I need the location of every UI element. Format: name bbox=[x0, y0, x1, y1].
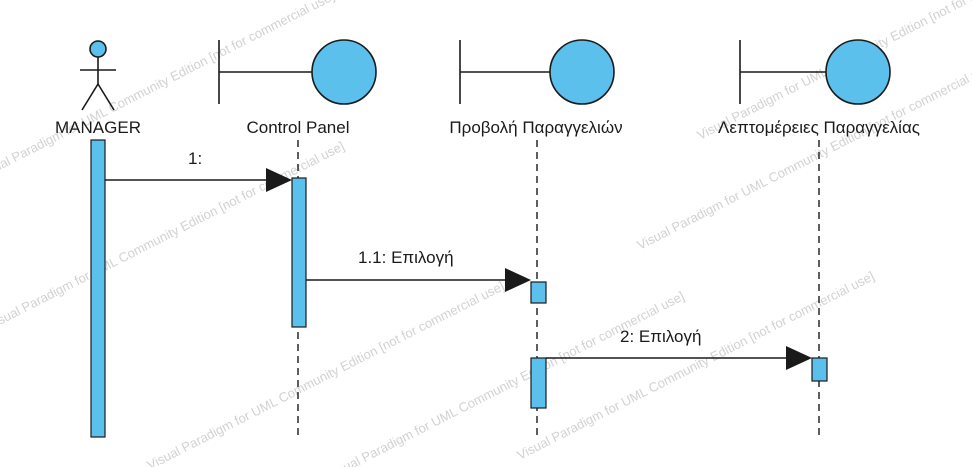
activation-bar-manager[interactable] bbox=[90, 139, 106, 438]
watermark-text: Visual Paradigm for UML Community Editio… bbox=[0, 0, 337, 183]
participant-label-manager: MANAGER bbox=[55, 118, 141, 137]
activation-bar-orders-view-1[interactable] bbox=[530, 281, 547, 304]
boundary-icon bbox=[739, 39, 891, 105]
actor-manager[interactable]: MANAGER bbox=[55, 40, 141, 137]
arrowhead-icon bbox=[786, 346, 812, 370]
watermark-text: Visual Paradigm for UML Community Editio… bbox=[325, 288, 687, 467]
boundary-icon bbox=[218, 39, 377, 105]
activation-bar-orders-view-2[interactable] bbox=[530, 357, 547, 409]
message-label: 1: bbox=[188, 149, 202, 168]
activation-bar-order-details[interactable] bbox=[811, 357, 828, 382]
message-1[interactable]: 1: bbox=[105, 149, 292, 192]
message-2[interactable]: 2: Επιλογή bbox=[546, 327, 812, 370]
arrowhead-icon bbox=[505, 268, 531, 292]
message-label: 1.1: Επιλογή bbox=[358, 248, 454, 267]
participant-label-orders-view: Προβολή Παραγγελιών bbox=[449, 118, 622, 137]
boundary-orders-view[interactable]: Προβολή Παραγγελιών bbox=[449, 39, 623, 137]
arrowhead-icon bbox=[266, 168, 292, 192]
boundary-icon bbox=[459, 39, 615, 105]
activation-bar-control-panel[interactable] bbox=[291, 177, 307, 328]
participant-label-order-details: Λεπτομέρειες Παραγγελίας bbox=[718, 118, 920, 137]
participant-label-control-panel: Control Panel bbox=[246, 118, 349, 137]
activation-bars bbox=[90, 139, 828, 438]
actor-icon bbox=[80, 40, 116, 111]
boundary-control-panel[interactable]: Control Panel bbox=[218, 39, 377, 137]
message-label: 2: Επιλογή bbox=[620, 327, 701, 346]
message-1-1[interactable]: 1.1: Επιλογή bbox=[306, 248, 531, 292]
boundary-order-details[interactable]: Λεπτομέρειες Παραγγελίας bbox=[718, 39, 920, 137]
watermark-text: Visual Paradigm for UML Community Editio… bbox=[145, 278, 507, 467]
